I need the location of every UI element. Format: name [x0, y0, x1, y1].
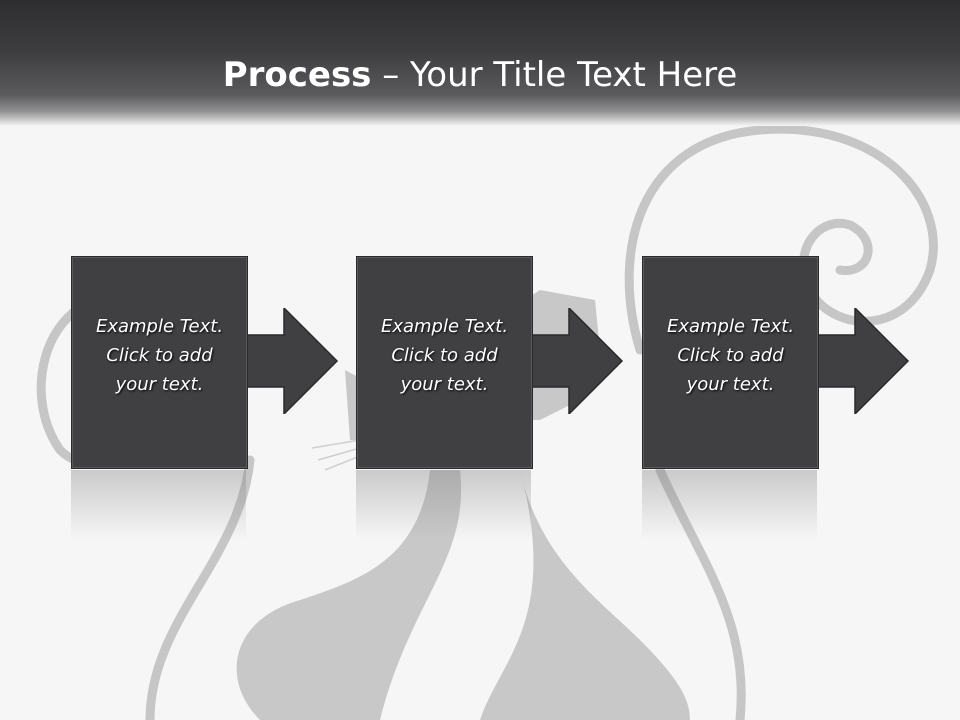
step-3-arrow-icon — [815, 308, 910, 414]
step-2-reflection — [356, 470, 531, 540]
step-2-arrow-icon — [529, 308, 624, 414]
step-2-text[interactable]: Example Text. Click to add your text. — [357, 312, 532, 399]
step-1-reflection — [71, 470, 246, 540]
step-3-line-1: Example Text. — [666, 316, 795, 337]
step-2-line-1: Example Text. — [380, 316, 509, 337]
step-1-text[interactable]: Example Text. Click to add your text. — [72, 312, 247, 399]
step-3-box[interactable]: Example Text. Click to add your text. — [642, 256, 819, 469]
step-3-line-2: Click to add — [677, 345, 784, 366]
title-bold: Process — [222, 55, 372, 95]
step-1-box[interactable]: Example Text. Click to add your text. — [71, 256, 248, 469]
step-3-text[interactable]: Example Text. Click to add your text. — [643, 312, 818, 399]
step-1-line-2: Click to add — [106, 345, 213, 366]
step-1-line-3: your text. — [115, 374, 204, 395]
step-2-line-2: Click to add — [391, 345, 498, 366]
title-rest: – Your Title Text Here — [371, 55, 738, 95]
step-2-line-3: your text. — [400, 374, 489, 395]
slide-title[interactable]: Process – Your Title Text Here — [0, 52, 960, 98]
step-3-reflection — [642, 470, 817, 540]
step-3-line-3: your text. — [686, 374, 775, 395]
step-1-line-1: Example Text. — [95, 316, 224, 337]
step-2-box[interactable]: Example Text. Click to add your text. — [356, 256, 533, 469]
step-1-arrow-icon — [244, 308, 339, 414]
title-banner — [0, 0, 960, 126]
